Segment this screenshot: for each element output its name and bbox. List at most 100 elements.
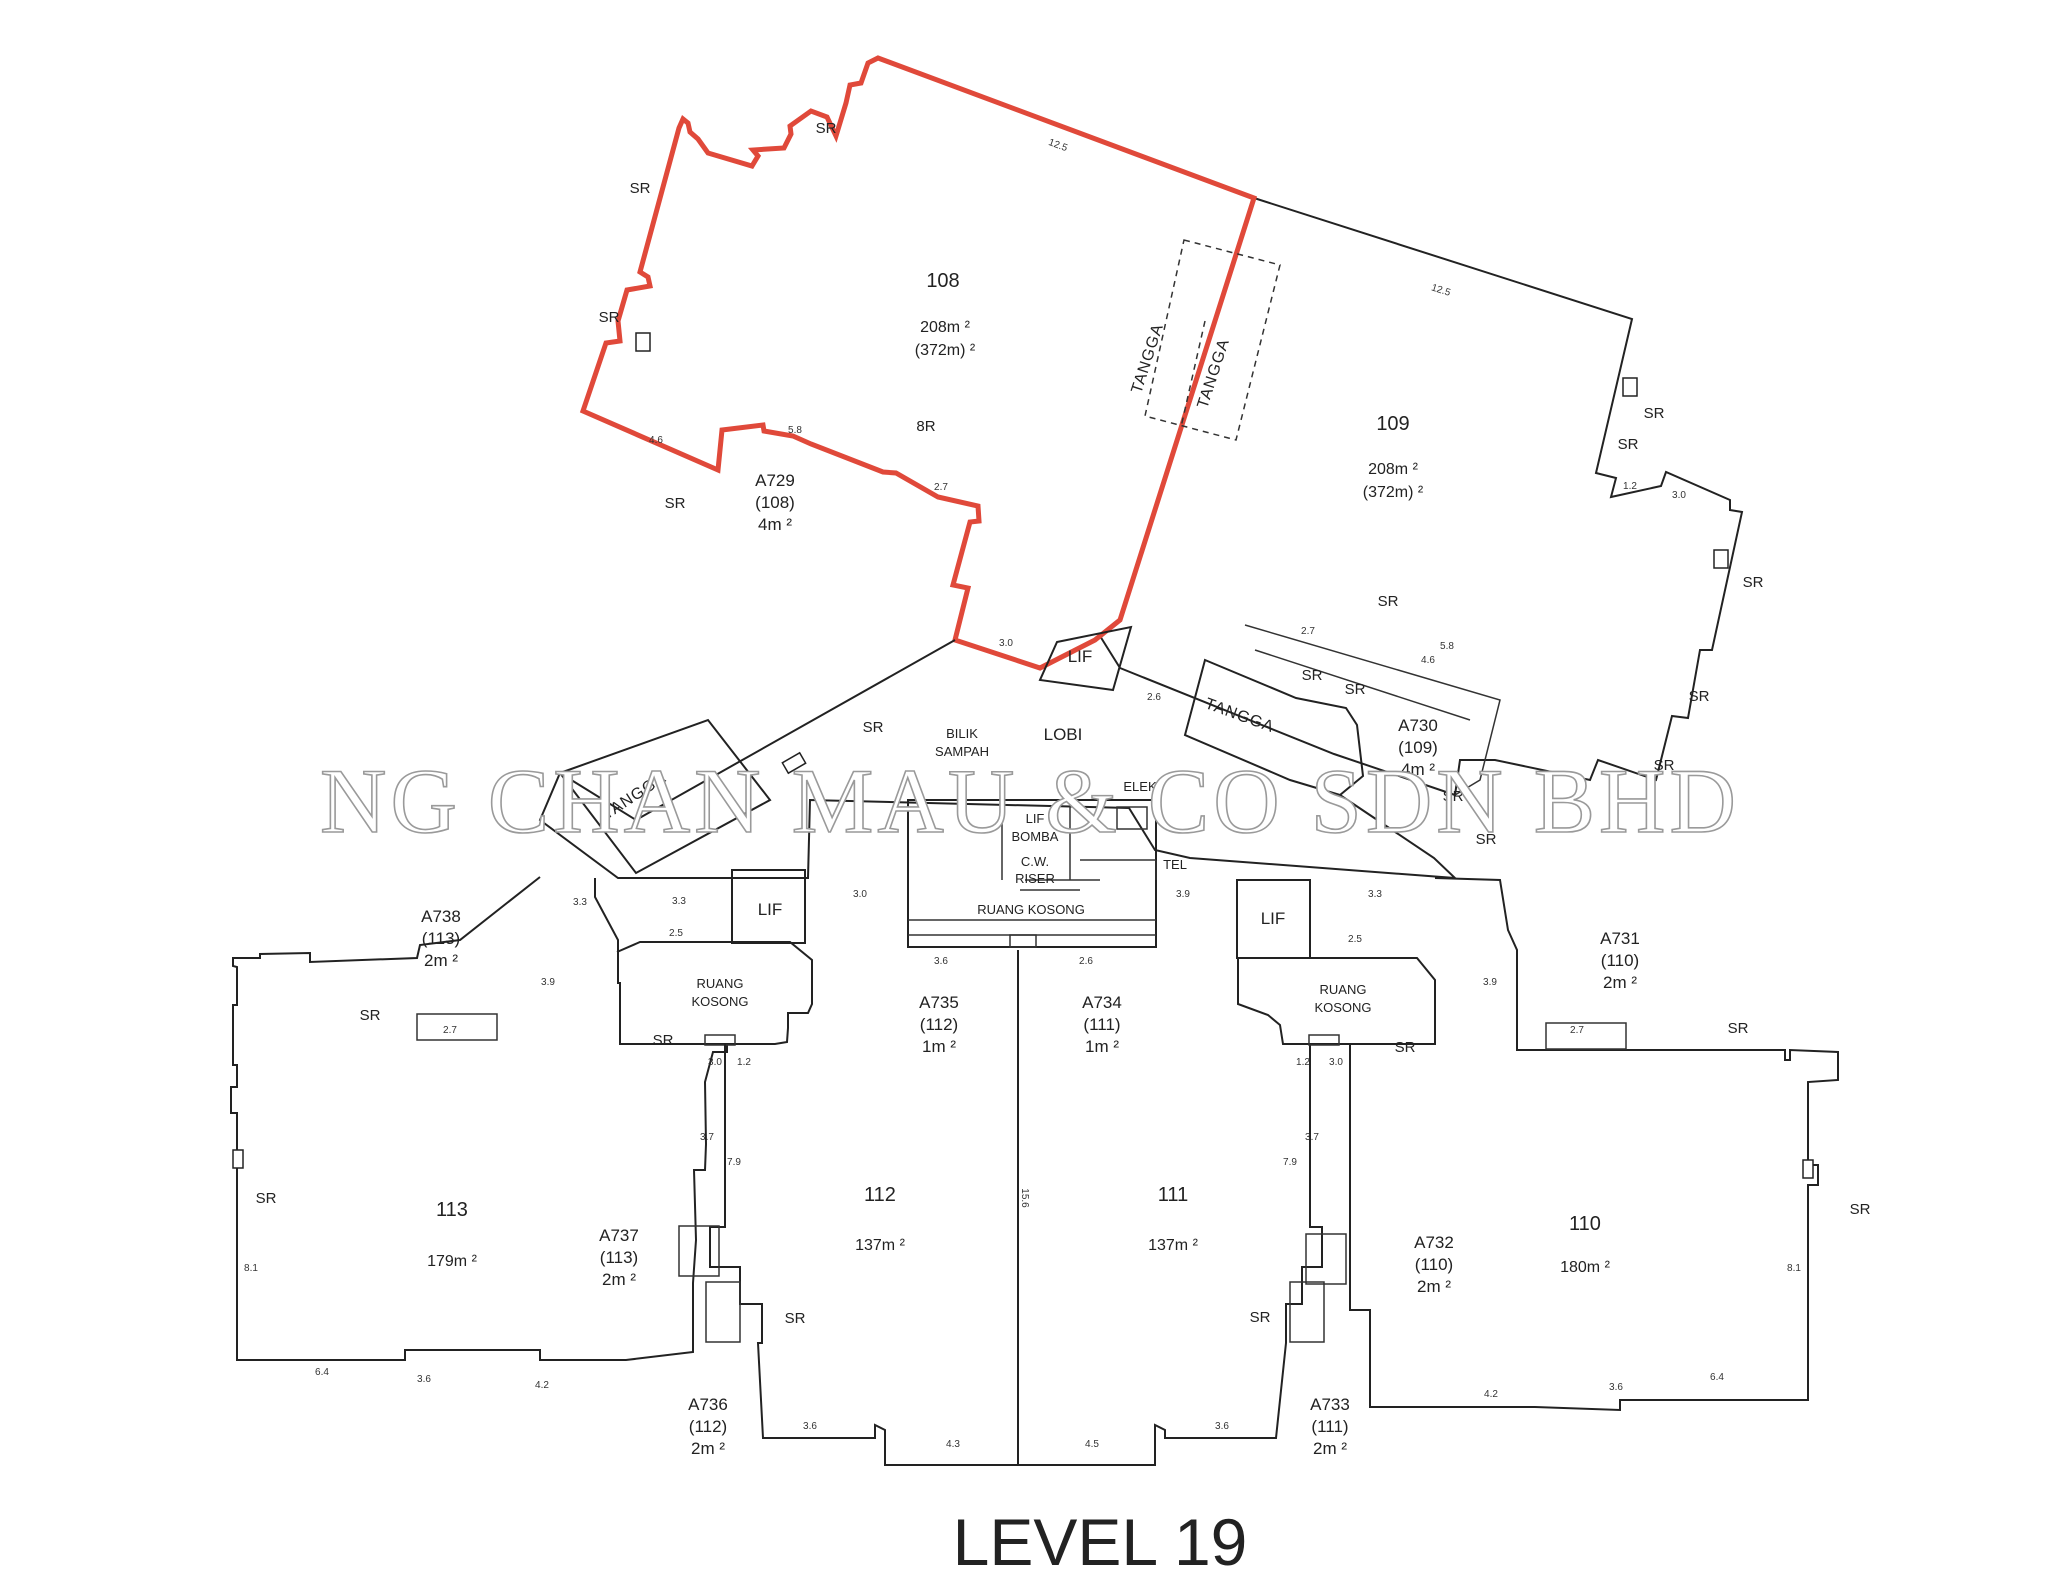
a737-parent: (113) (600, 1248, 638, 1267)
dim-113-d: 2.7 (443, 1025, 457, 1036)
dim-110-h: 6.4 (1710, 1372, 1724, 1383)
a737-area: 2m ² (602, 1270, 636, 1289)
dim-111-e: 4.5 (1085, 1439, 1099, 1450)
a732-area: 2m ² (1417, 1277, 1451, 1296)
sr-label-11: SR (1378, 593, 1399, 610)
dim-108-c: 2.7 (934, 482, 948, 493)
dim-party-wall: 15.6 (1019, 1188, 1030, 1208)
a737-id: A737 (599, 1226, 639, 1245)
stair-block-left (558, 718, 772, 875)
dim-108-b: 4.6 (649, 435, 663, 446)
dim-113-e: 8.1 (244, 1263, 258, 1274)
a738-parent: (113) (422, 929, 460, 948)
a733-area: 2m ² (1313, 1439, 1347, 1458)
a731-box (1545, 1022, 1627, 1050)
dim-109-c: 4.6 (1421, 655, 1435, 666)
sr-label-10: SR (1654, 757, 1675, 774)
unit-112-outline (709, 950, 1019, 1466)
dim-110-e: 8.1 (1787, 1263, 1801, 1274)
ruang-kosong-right-box (1308, 1034, 1340, 1046)
dim-110-b: 2.5 (1348, 934, 1362, 945)
ruang-kosong-left-label-1: RUANG (697, 976, 744, 991)
sr-label-22: SR (1728, 1020, 1749, 1037)
sr-box-109b (1713, 549, 1729, 569)
level-title: LEVEL 19 (953, 1505, 1248, 1579)
sr-label-15: SR (1476, 831, 1497, 848)
ruang-kosong-left (616, 941, 813, 1045)
stair-dashed-divider (1180, 320, 1206, 428)
sr-label-13: SR (1345, 681, 1366, 698)
dim-113-f: 6.4 (315, 1367, 329, 1378)
a730-parent: (109) (1398, 738, 1438, 757)
service-core (907, 799, 1157, 948)
cw-riser-label-1: C.W. (1021, 854, 1049, 869)
unit-110-label: 110 (1569, 1213, 1601, 1235)
dim-110-c: 3.9 (1483, 977, 1497, 988)
bilik-sampah-label-1: BILIK (946, 726, 978, 741)
unit-109-label: 109 (1376, 413, 1409, 435)
sr-label-4: SR (665, 495, 686, 512)
dim-stair-left: 3.3 (573, 897, 587, 908)
dim-113-g: 3.6 (417, 1374, 431, 1385)
dim-113-h: 4.2 (535, 1380, 549, 1391)
stair-block-right (1183, 658, 1365, 797)
sr-label-2: SR (816, 120, 837, 137)
dim-112-e: 3.6 (803, 1421, 817, 1432)
unit-113-area: 179m ² (427, 1253, 477, 1270)
elek-label: ELEK (1123, 779, 1157, 794)
lift-right-label: LIF (1261, 909, 1286, 928)
stair-dashed-outline (1144, 239, 1281, 441)
ruang-kosong-left-label-2: KOSONG (691, 994, 748, 1009)
dim-109-e: 3.0 (1672, 490, 1686, 501)
dim-core-a: 3.0 (853, 889, 867, 900)
lift-right (1236, 879, 1311, 959)
dim-109-top: 12.5 (1430, 282, 1452, 299)
unit-109-gross-area: (372m) ² (1363, 484, 1424, 501)
a735-area: 1m ² (922, 1037, 956, 1056)
sr-label-9: SR (1689, 688, 1710, 705)
unit-111-outline (1017, 950, 1323, 1466)
unit-111-label: 111 (1158, 1184, 1188, 1206)
a736-id: A736 (688, 1395, 728, 1414)
a733-id: A733 (1310, 1395, 1350, 1414)
a734-area: 1m ² (1085, 1037, 1119, 1056)
sr-label-24: SR (1250, 1309, 1271, 1326)
unit-110-outline (1349, 877, 1839, 1412)
ruang-kosong-right (1237, 957, 1436, 1045)
a729-id: A729 (755, 471, 795, 490)
lif-bomba-label-2: BOMBA (1012, 829, 1059, 844)
sr-label-19: SR (785, 1310, 806, 1327)
a735-parent: (112) (920, 1015, 958, 1034)
sr-label-14: SR (1443, 788, 1464, 805)
a732-parent: (110) (1415, 1255, 1453, 1274)
dim-108-a: 5.8 (788, 425, 802, 436)
a733-parent: (111) (1311, 1417, 1348, 1436)
dim-111-f: 3.6 (1215, 1421, 1229, 1432)
a736-parent: (112) (689, 1417, 727, 1436)
sr-label-6: SR (1644, 405, 1665, 422)
lift-upper-box (1038, 625, 1133, 692)
a737-box (678, 1225, 720, 1277)
lift-upper-label: LIF (1068, 647, 1093, 666)
bilik-sampah-label-2: SAMPAH (935, 744, 989, 759)
a729-parent: (108) (755, 493, 795, 512)
sr-label-12: SR (1302, 667, 1323, 684)
dim-core-b: 3.9 (1176, 889, 1190, 900)
dim-113-a: 3.3 (672, 896, 686, 907)
unit-108-label: 108 (926, 270, 959, 292)
unit-113-outline (230, 876, 728, 1361)
a736-area: 2m ² (691, 1439, 725, 1458)
lift-left-label: LIF (758, 900, 783, 919)
sr-label-3: SR (599, 309, 620, 326)
dim-112-d: 7.9 (727, 1157, 741, 1168)
unit-109-area: 208m ² (1368, 461, 1418, 478)
dim-113-c: 3.9 (541, 977, 555, 988)
dim-112-c: 3.7 (700, 1132, 714, 1143)
sr-label-20: SR (653, 1032, 674, 1049)
elek-box (1116, 806, 1148, 830)
dim-108-top: 12.5 (1047, 137, 1069, 154)
a731-id: A731 (1600, 929, 1640, 948)
sr-label-21: SR (1395, 1039, 1416, 1056)
sr-box-lobby (781, 751, 807, 775)
sr-label-17: SR (360, 1007, 381, 1024)
